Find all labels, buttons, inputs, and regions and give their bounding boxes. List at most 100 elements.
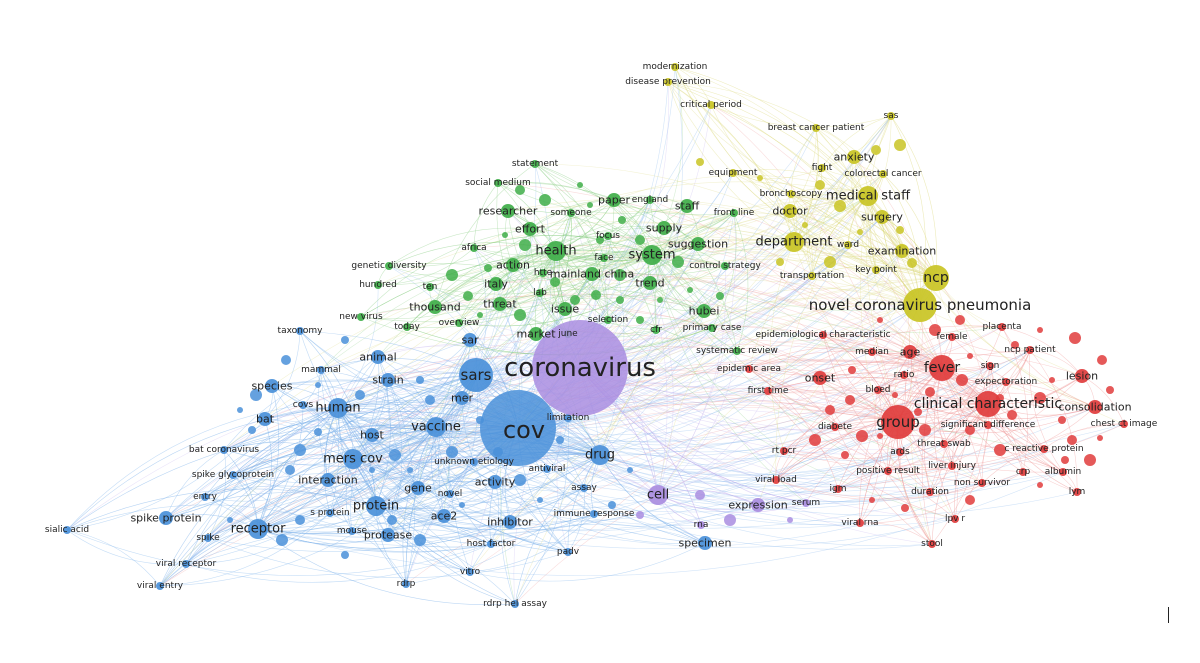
node-immune-response[interactable]	[590, 510, 598, 518]
term-label-coronavirus[interactable]: coronavirus	[504, 353, 656, 383]
term-label-trend[interactable]: trend	[635, 277, 664, 290]
term-label-lesion[interactable]: lesion	[1066, 370, 1098, 383]
term-label-health[interactable]: health	[535, 244, 576, 259]
term-label-critical-period[interactable]: critical period	[680, 100, 742, 110]
term-label-viral-receptor[interactable]: viral receptor	[156, 559, 217, 569]
term-label-expectoration[interactable]: expectoration	[975, 377, 1037, 387]
term-label-activity[interactable]: activity	[475, 476, 516, 489]
term-label-host[interactable]: host	[360, 429, 384, 442]
term-label-surgery[interactable]: surgery	[861, 211, 903, 224]
term-label-significant-difference[interactable]: significant difference	[941, 420, 1036, 430]
term-label-novel-coronavirus-pneumonia[interactable]: novel coronavirus pneumonia	[809, 296, 1032, 314]
term-label-fight[interactable]: fight	[812, 163, 833, 173]
term-label-thousand[interactable]: thousand	[409, 301, 460, 314]
node-ten[interactable]	[426, 283, 434, 291]
term-label-placenta[interactable]: placenta	[983, 322, 1022, 332]
node-key-point[interactable]	[872, 266, 880, 274]
node-species[interactable]	[265, 379, 279, 393]
node-threat[interactable]	[493, 297, 507, 311]
node-igm[interactable]	[834, 485, 842, 493]
term-label-animal[interactable]: animal	[359, 351, 396, 364]
term-label-clinical-characteristic[interactable]: clinical characteristic	[914, 396, 1062, 412]
term-label-bat[interactable]: bat	[256, 413, 275, 426]
node-limitation[interactable]	[564, 414, 572, 422]
term-label-covs[interactable]: covs	[293, 400, 314, 410]
node-host[interactable]	[365, 428, 379, 442]
term-label-entry[interactable]: entry	[193, 492, 217, 502]
term-label-strain[interactable]: strain	[372, 374, 403, 387]
node-protein[interactable]	[366, 496, 386, 516]
node-covs[interactable]	[299, 401, 307, 409]
node-viral-load[interactable]	[772, 476, 780, 484]
term-label-hubei[interactable]: hubei	[689, 305, 720, 318]
node-mers-cov[interactable]	[343, 449, 363, 469]
node-fever[interactable]	[929, 355, 955, 381]
node-ward[interactable]	[844, 241, 852, 249]
node-examination[interactable]	[895, 244, 909, 258]
node-non-survivor[interactable]	[978, 479, 986, 487]
term-label-rdrp[interactable]: rdrp	[397, 579, 416, 589]
node-rdrp[interactable]	[402, 580, 410, 588]
node-bloed[interactable]	[874, 386, 882, 394]
node-protease[interactable]	[381, 528, 395, 542]
node-sas[interactable]	[887, 112, 895, 120]
term-label-action[interactable]: action	[496, 259, 530, 272]
term-label-sas[interactable]: sas	[884, 111, 899, 121]
node-system[interactable]	[642, 245, 662, 265]
node-supply[interactable]	[657, 221, 671, 235]
term-label-mainland-china[interactable]: mainland china	[550, 268, 635, 281]
term-label-focus[interactable]: focus	[596, 231, 620, 241]
term-label-age[interactable]: age	[900, 346, 921, 359]
node-significant-difference[interactable]	[984, 421, 992, 429]
term-label-ards[interactable]: ards	[890, 447, 910, 457]
term-label-system[interactable]: system	[629, 248, 676, 263]
term-label-viral-load[interactable]: viral load	[755, 475, 797, 485]
node-vaccine[interactable]	[426, 417, 446, 437]
term-label-social-medium[interactable]: social medium	[465, 178, 531, 188]
node-mer[interactable]	[455, 391, 469, 405]
term-label-mer[interactable]: mer	[451, 392, 473, 405]
term-label-sars[interactable]: sars	[461, 366, 492, 384]
node-medical-staff[interactable]	[858, 186, 878, 206]
term-label-lab[interactable]: lab	[533, 288, 547, 298]
term-label-lpv-r[interactable]: lpv r	[945, 514, 965, 524]
term-label-rna[interactable]: rna	[694, 520, 709, 530]
term-label-group[interactable]: group	[876, 413, 920, 431]
term-label-overview[interactable]: overview	[439, 318, 480, 328]
term-label-rt-pcr[interactable]: rt pcr	[772, 446, 797, 456]
node-lym[interactable]	[1073, 488, 1081, 496]
term-label-suggestion[interactable]: suggestion	[668, 238, 728, 251]
term-label-disease-prevention[interactable]: disease prevention	[625, 77, 711, 87]
node-inhibitor[interactable]	[503, 515, 517, 529]
node-coronavirus[interactable]	[532, 320, 628, 416]
term-label-female[interactable]: female	[936, 332, 967, 342]
term-label-key-point[interactable]: key point	[855, 265, 897, 275]
term-label-padv[interactable]: padv	[557, 547, 580, 557]
node-paper[interactable]	[607, 193, 621, 207]
node-ncp-patient[interactable]	[1026, 346, 1034, 354]
node-serum[interactable]	[802, 499, 810, 507]
term-label-bat-coronavirus[interactable]: bat coronavirus	[189, 445, 260, 455]
node-sialic-acid[interactable]	[63, 526, 71, 534]
node-female[interactable]	[948, 333, 956, 341]
node-trend[interactable]	[643, 276, 657, 290]
term-label-expression[interactable]: expression	[728, 499, 787, 512]
term-label-sign[interactable]: sign	[981, 361, 1000, 371]
node-gene[interactable]	[411, 481, 425, 495]
term-label-epidemiological-characteristic[interactable]: epidemiological characteristic	[755, 330, 890, 340]
node-htte[interactable]	[539, 269, 547, 277]
node-animal[interactable]	[371, 350, 385, 364]
node-face[interactable]	[600, 254, 608, 262]
node-cfr[interactable]	[652, 326, 660, 334]
node-lpv-r[interactable]	[951, 515, 959, 523]
node-chest-ct-image[interactable]	[1120, 420, 1128, 428]
node-s-protein[interactable]	[326, 509, 334, 517]
term-label-researcher[interactable]: researcher	[479, 205, 538, 218]
node-bronchoscopy[interactable]	[787, 190, 795, 198]
node-drug[interactable]	[590, 445, 610, 465]
node-spike-protein[interactable]	[159, 511, 173, 525]
node-england[interactable]	[646, 196, 654, 204]
term-label-england[interactable]: england	[632, 195, 668, 205]
term-label-june[interactable]: june	[557, 329, 578, 339]
node-systematic-review[interactable]	[733, 347, 741, 355]
